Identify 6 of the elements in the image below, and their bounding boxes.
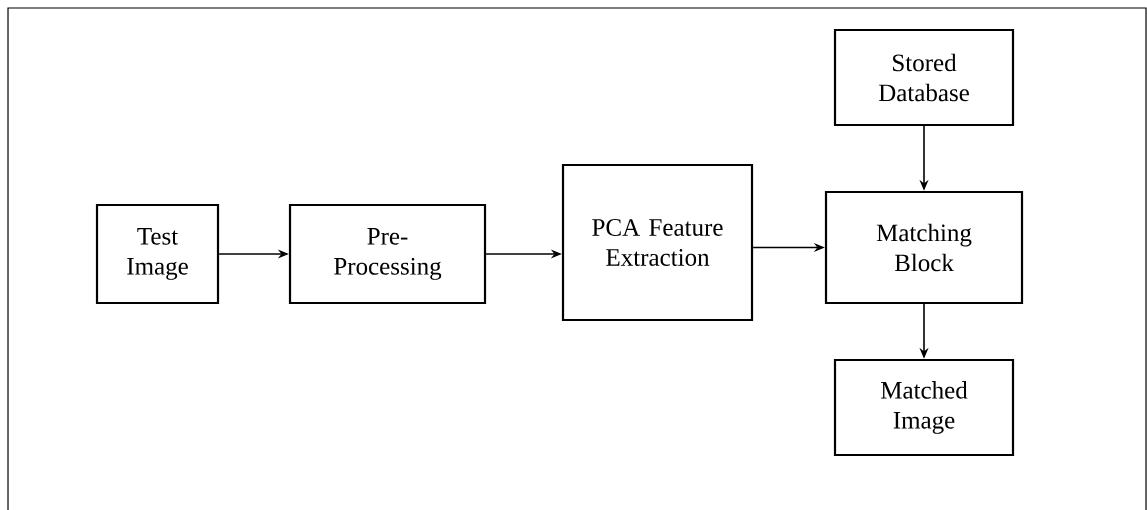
process-box: Pre- Processing xyxy=(288,203,487,305)
process-box: Matching Block xyxy=(824,190,1024,305)
process-box: Test Image xyxy=(95,203,220,305)
process-box: PCA Feature Extraction xyxy=(561,163,754,322)
process-box: Stored Database xyxy=(833,28,1015,127)
process-box: Matched Image xyxy=(833,358,1015,457)
